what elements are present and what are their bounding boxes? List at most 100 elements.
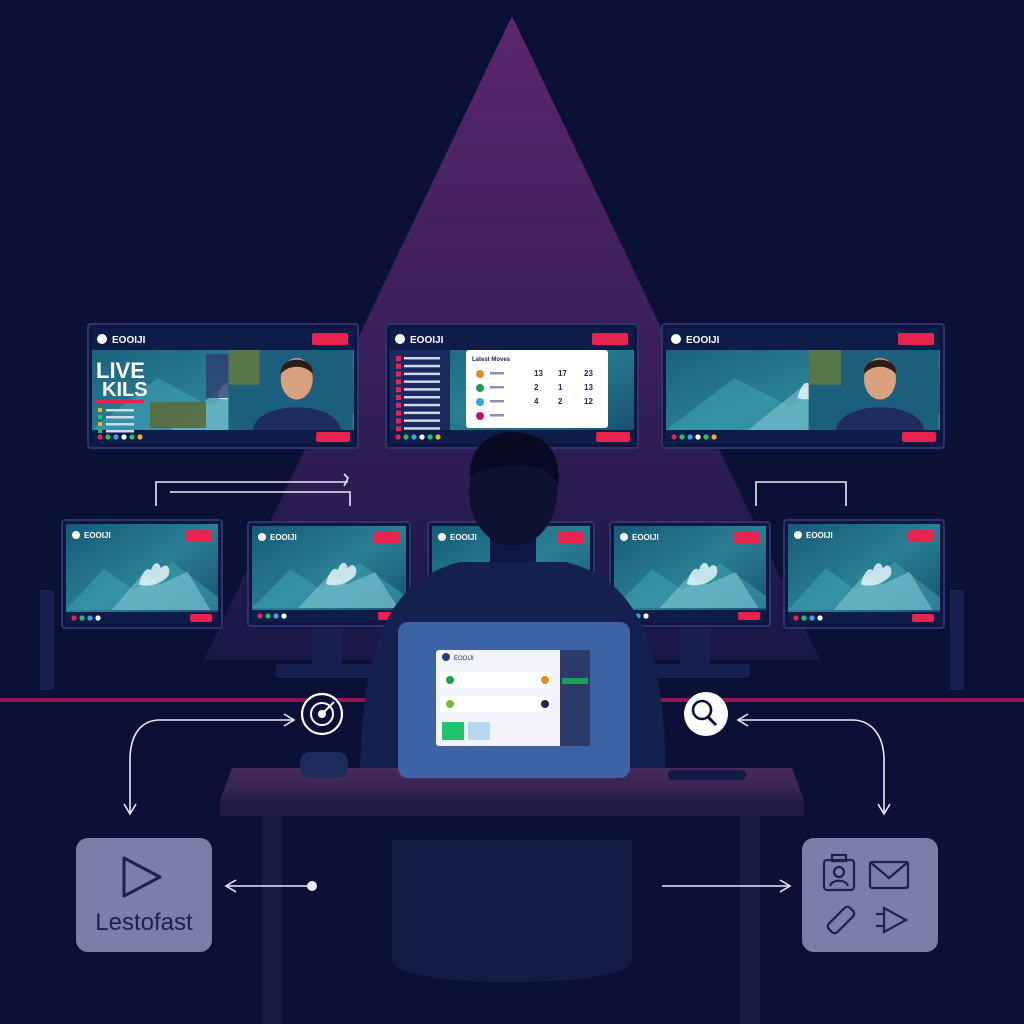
live-button[interactable] xyxy=(908,530,934,542)
monitor-brand: EOOIJI xyxy=(632,533,659,542)
player-avatar-icon xyxy=(476,370,484,378)
taskbar-dot xyxy=(395,434,401,440)
taskbar-dot xyxy=(129,434,135,440)
action-button[interactable] xyxy=(190,614,212,622)
desk xyxy=(220,768,804,1024)
taskbar-dot xyxy=(687,434,693,440)
action-button[interactable] xyxy=(902,432,936,442)
mail-icon xyxy=(868,860,910,890)
live-button[interactable] xyxy=(312,333,348,345)
player-avatar-icon xyxy=(476,412,484,420)
top-arrows xyxy=(155,473,847,506)
taskbar-dot xyxy=(121,434,127,440)
taskbar-dot xyxy=(95,615,101,621)
brand-logo-icon xyxy=(671,334,681,344)
taskbar-dot xyxy=(411,434,417,440)
hero-title-line1: LIVE xyxy=(96,358,145,383)
taskbar-dot xyxy=(265,613,271,619)
monitor-brand: EOOIJI xyxy=(270,533,297,542)
taskbar-dot xyxy=(695,434,701,440)
phone xyxy=(668,770,746,780)
flow-arrows xyxy=(123,713,891,893)
taskbar-dot xyxy=(419,434,425,440)
left-panel[interactable]: Lestofast xyxy=(76,838,212,952)
search-icon[interactable] xyxy=(684,692,728,736)
taskbar-dot xyxy=(679,434,685,440)
table-cell: 2 xyxy=(558,397,563,406)
forward-icon xyxy=(876,906,909,934)
taskbar-dot xyxy=(809,615,815,621)
monitor-brand: EOOIJI xyxy=(806,531,833,540)
brand-logo-icon xyxy=(620,533,628,541)
monitor-stands xyxy=(40,590,964,690)
player-avatar-icon xyxy=(476,398,484,406)
monitor-brand: EOOIJI xyxy=(84,531,111,540)
taskbar-dot xyxy=(801,615,807,621)
screen-artwork xyxy=(66,562,218,610)
taskbar-dot xyxy=(257,613,263,619)
action-button[interactable] xyxy=(912,614,934,622)
laptop-brand: EOOIJI xyxy=(454,656,474,662)
live-button[interactable] xyxy=(734,532,760,544)
bottom-monitor-5[interactable]: EOOIJI xyxy=(783,519,945,629)
taskbar-dot xyxy=(817,615,823,621)
table-cell: 17 xyxy=(558,369,567,378)
monitor-brand: EOOIJI xyxy=(410,335,444,346)
action-button[interactable] xyxy=(316,432,350,442)
screen-artwork xyxy=(252,562,406,608)
taskbar-dot xyxy=(79,615,85,621)
action-button[interactable] xyxy=(596,432,630,442)
taskbar-dot xyxy=(105,434,111,440)
screen-artwork xyxy=(614,562,766,608)
table-cell: 13 xyxy=(534,369,543,378)
taskbar-dot xyxy=(711,434,717,440)
table-cell: 4 xyxy=(534,397,539,406)
play-icon xyxy=(122,856,162,898)
right-panel[interactable] xyxy=(802,838,938,952)
taskbar-dot xyxy=(113,434,119,440)
bottom-monitor-1[interactable]: EOOIJI xyxy=(61,519,223,629)
usb-stick-icon xyxy=(826,905,856,935)
taskbar-dot xyxy=(403,434,409,440)
action-button[interactable] xyxy=(738,612,760,620)
live-button[interactable] xyxy=(558,532,584,544)
taskbar-dot xyxy=(71,615,77,621)
bottom-monitor-2[interactable]: EOOIJI xyxy=(247,521,411,627)
id-card-icon xyxy=(822,853,856,892)
brand-logo-icon xyxy=(258,533,266,541)
table-cell: 1 xyxy=(558,383,563,392)
brand-logo-icon xyxy=(97,334,107,344)
mouse xyxy=(300,752,348,778)
monitor-brand: EOOIJI xyxy=(450,533,477,542)
taskbar-dot xyxy=(97,434,103,440)
taskbar-dot xyxy=(281,613,287,619)
moves-panel-title: Latest Moves xyxy=(472,357,511,363)
table-cell: 2 xyxy=(534,383,539,392)
arrow-origin-dot xyxy=(307,881,317,891)
taskbar-dot xyxy=(643,613,649,619)
live-button[interactable] xyxy=(592,333,628,345)
taskbar-dot xyxy=(137,434,143,440)
taskbar-dot xyxy=(435,434,441,440)
presenter-avatar xyxy=(252,358,341,430)
taskbar-dot xyxy=(273,613,279,619)
live-button[interactable] xyxy=(374,532,400,544)
hero-title-line2: KILS xyxy=(102,379,148,401)
left-panel-label: Lestofast xyxy=(95,909,193,936)
table-cell: 13 xyxy=(584,383,593,392)
table-cell: 23 xyxy=(584,369,593,378)
monitor-brand: EOOIJI xyxy=(686,335,720,346)
brand-logo-icon xyxy=(395,334,405,344)
radar-icon[interactable] xyxy=(300,692,344,736)
brand-logo-icon xyxy=(794,531,802,539)
bottom-monitor-4[interactable]: EOOIJI xyxy=(609,521,771,627)
top-monitor-3[interactable]: EOOIJI xyxy=(661,323,945,449)
live-button[interactable] xyxy=(186,530,212,542)
moves-panel xyxy=(466,350,608,428)
brand-logo-icon xyxy=(72,531,80,539)
taskbar-dot xyxy=(793,615,799,621)
live-button[interactable] xyxy=(898,333,934,345)
monitor-brand: EOOIJI xyxy=(112,335,146,346)
